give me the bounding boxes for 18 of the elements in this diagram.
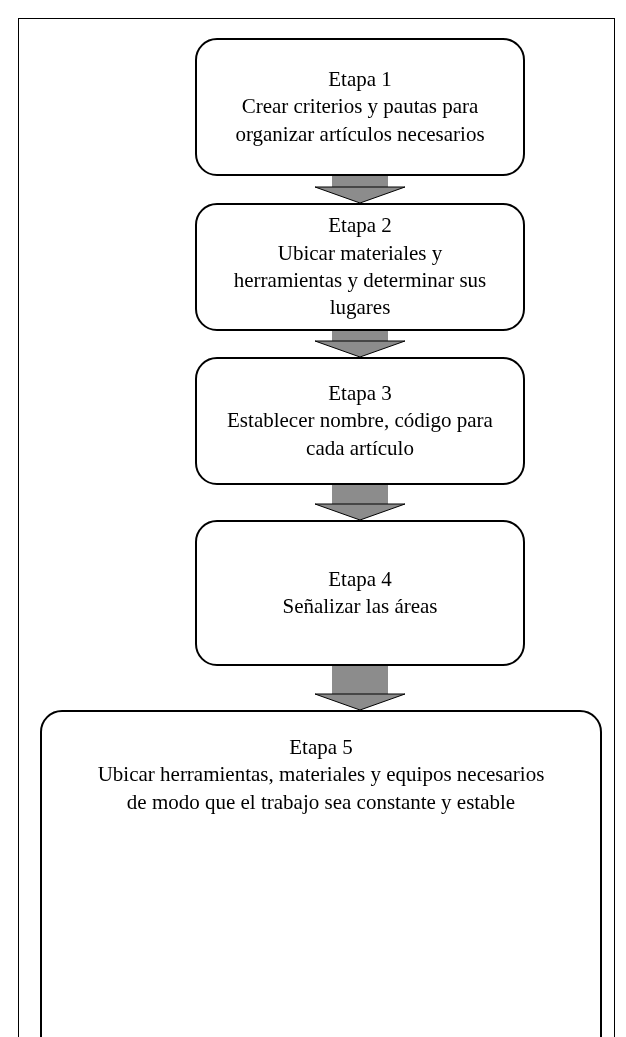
stage-description: Señalizar las áreas <box>282 593 438 620</box>
stage-title: Etapa 4 <box>328 565 392 593</box>
block-arrow <box>314 331 406 358</box>
stage-title: Etapa 1 <box>328 66 392 94</box>
stage-box <box>195 203 525 331</box>
stage-description: Establecer nombre, código para cada artículo <box>226 407 494 462</box>
stage-description: Crear criterios y pautas para organizar artículos necesarios <box>234 93 486 148</box>
stage-box <box>40 710 602 1037</box>
stage-box <box>195 357 525 485</box>
stage-title: Etapa 2 <box>328 212 392 240</box>
stage-description: Ubicar herramientas, materiales y equipos necesarios de modo que el trabajo sea constante y estable <box>96 761 546 816</box>
block-arrow <box>314 485 406 521</box>
stage-box <box>195 520 525 666</box>
stage-box <box>195 38 525 176</box>
stage-title: Etapa 3 <box>328 380 392 408</box>
block-arrow <box>314 176 406 204</box>
stage-title: Etapa 5 <box>289 734 353 761</box>
stage-description: Ubicar materiales y herramientas y determinar sus lugares <box>232 239 488 322</box>
